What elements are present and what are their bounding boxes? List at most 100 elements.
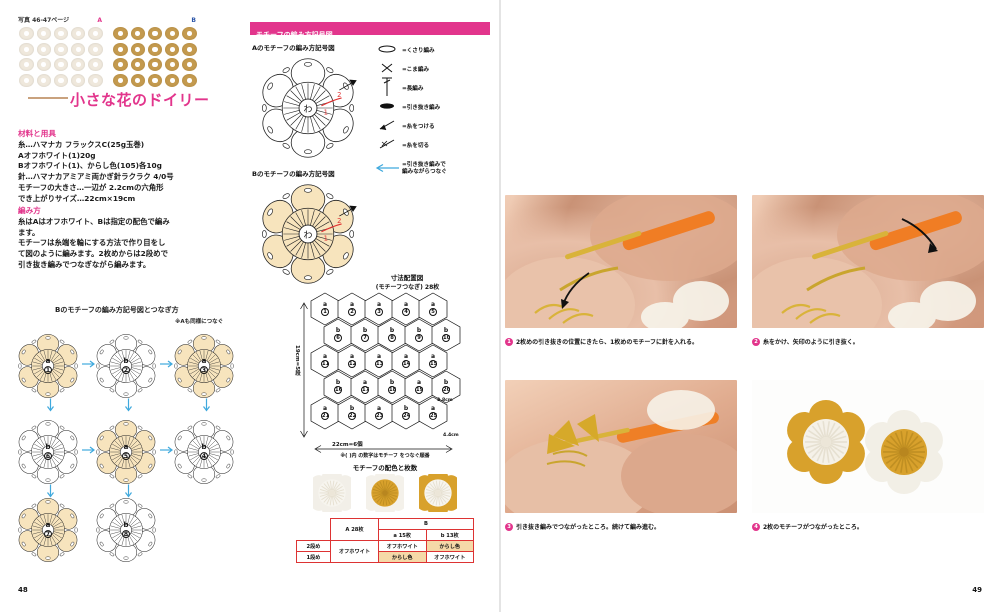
dimension-horizontal-label: 22cm=6個 xyxy=(330,440,365,448)
layout-hex-order: 8 xyxy=(388,334,396,343)
doily-motif xyxy=(70,26,87,42)
dimension-horizontal-arrow xyxy=(314,445,453,453)
legend-row-oval: =くさり編み xyxy=(372,40,492,59)
svg-text:わ: わ xyxy=(304,104,313,115)
doily-motif xyxy=(52,42,69,58)
motif-photo-mustard-outer xyxy=(415,468,462,518)
join-flow-arrow-icon xyxy=(82,446,96,457)
photo-content xyxy=(505,390,737,513)
page-gutter xyxy=(499,0,501,612)
materials-line-2: Bオフホワイト(1)、からし色(105)各10g xyxy=(18,161,162,171)
join-motif-order: 8 xyxy=(122,529,130,538)
doily-photo-a xyxy=(18,26,104,88)
layout-hex-order: 7 xyxy=(361,334,369,343)
layout-hex-order: 10 xyxy=(442,334,451,343)
layout-hex-order: 2 xyxy=(348,308,356,317)
step-caption-text-3: 引き抜き編みでつながったところ。続けて編み進む。 xyxy=(516,524,661,531)
svg-text:わ: わ xyxy=(304,230,313,241)
legend-label: =長編み xyxy=(402,85,424,92)
cell-ba-row2: オフホワイト xyxy=(378,540,427,552)
table-row-2dan: 2段め オフホワイト オフホワイト からし色 xyxy=(296,540,474,563)
table-row-1dan: 1段め からし色 オフホワイト xyxy=(296,551,474,563)
cell-ba-row1: からし色 xyxy=(378,551,427,563)
doily-motif xyxy=(112,73,129,89)
join-motif-letter: b xyxy=(201,443,207,452)
layout-hex-letter: a xyxy=(349,352,355,360)
howto-line-0: 糸はAはオフホワイト、Bは指定の配色で編み xyxy=(18,217,170,226)
edge-dimension-note: 3.8cm xyxy=(437,398,453,403)
arrow-left-icon xyxy=(372,163,402,175)
legend-note-line-0: =引き抜き編みで xyxy=(402,162,446,168)
doily-motif xyxy=(52,57,69,73)
join-motif-letter: b xyxy=(45,443,51,452)
symbol-chart-band: モチーフの編み方記号図 xyxy=(250,22,490,39)
legend-row-join-up: =糸をつける xyxy=(372,116,492,135)
layout-hex-order: 22 xyxy=(348,412,357,421)
join-motif-letter: b xyxy=(123,521,129,530)
motif-photo-pair-right xyxy=(865,410,943,494)
doily-motif xyxy=(52,73,69,89)
materials-line-5: でき上がりサイズ…22cm×19cm xyxy=(18,193,136,203)
howto-heading: 編み方 xyxy=(18,206,41,215)
layout-hex-order: 1 xyxy=(321,308,329,317)
cell-bb-row2: からし色 xyxy=(425,540,474,552)
step-caption-4: 4 2枚のモチーフがつながったところ。 xyxy=(752,522,992,531)
join-diagram-subtitle: ※Aも同様につなぐ xyxy=(175,319,224,325)
join-down-icon xyxy=(372,138,402,152)
doily-motif xyxy=(70,57,87,73)
doily-motif xyxy=(181,57,198,73)
join-flow-arrow-icon xyxy=(160,360,174,371)
bar-icon xyxy=(372,76,402,100)
layout-hex-letter: a xyxy=(376,300,382,308)
doily-motif xyxy=(181,42,198,58)
layout-hex-order: 5 xyxy=(429,308,437,317)
layout-hex-letter: b xyxy=(389,378,395,386)
doily-motif xyxy=(112,26,129,42)
step-caption-text-1: 2枚めの引き抜きの位置にきたら、1枚めのモチーフに針を入れる。 xyxy=(516,339,698,346)
legend-note-line-1: 編みながらつなぐ xyxy=(402,169,447,176)
howto-section: 編み方 糸はAはオフホワイト、Bは指定の配色で編み ます。 モチーフは糸端を輪に… xyxy=(18,205,223,271)
chart-a-title: Aのモチーフの編み方記号図 xyxy=(252,44,335,52)
layout-hex-letter: a xyxy=(430,300,436,308)
doily-motif xyxy=(164,73,181,89)
layout-hex-letter: a xyxy=(349,300,355,308)
step-number-3: 3 xyxy=(505,522,513,531)
materials-line-3: 針…ハマナカアミアミ両かぎ針ラクラク 4/0号 xyxy=(18,172,174,182)
step-caption-3: 3 引き抜き編みでつながったところ。続けて編み進む。 xyxy=(505,522,745,531)
join-motif-letter: a xyxy=(123,443,129,452)
layout-hex-letter: b xyxy=(335,326,341,334)
chart-b-title: Bのモチーフの編み方記号図 xyxy=(252,170,335,178)
layout-hex-order: 3 xyxy=(375,308,383,317)
layout-hex-letter: a xyxy=(416,378,422,386)
doily-motif xyxy=(87,73,104,89)
stitch-legend: =くさり編み=こま編み=長編み=引き抜き編み=糸をつける=糸を切る xyxy=(372,40,492,154)
layout-hex-letter: b xyxy=(349,404,355,412)
legend-row-x: =こま編み xyxy=(372,59,492,78)
cell-a-color: オフホワイト xyxy=(330,540,379,563)
step-photo-4 xyxy=(752,380,984,513)
page-number-right: 49 xyxy=(972,586,982,594)
layout-hex-letter: b xyxy=(403,404,409,412)
layout-hex-order: 11 xyxy=(321,360,330,369)
howto-line-4: 引き抜き編みでつなぎながら編みます。 xyxy=(18,259,151,269)
step-number-1: 1 xyxy=(505,337,513,346)
howto-line-1: ます。 xyxy=(18,227,40,237)
